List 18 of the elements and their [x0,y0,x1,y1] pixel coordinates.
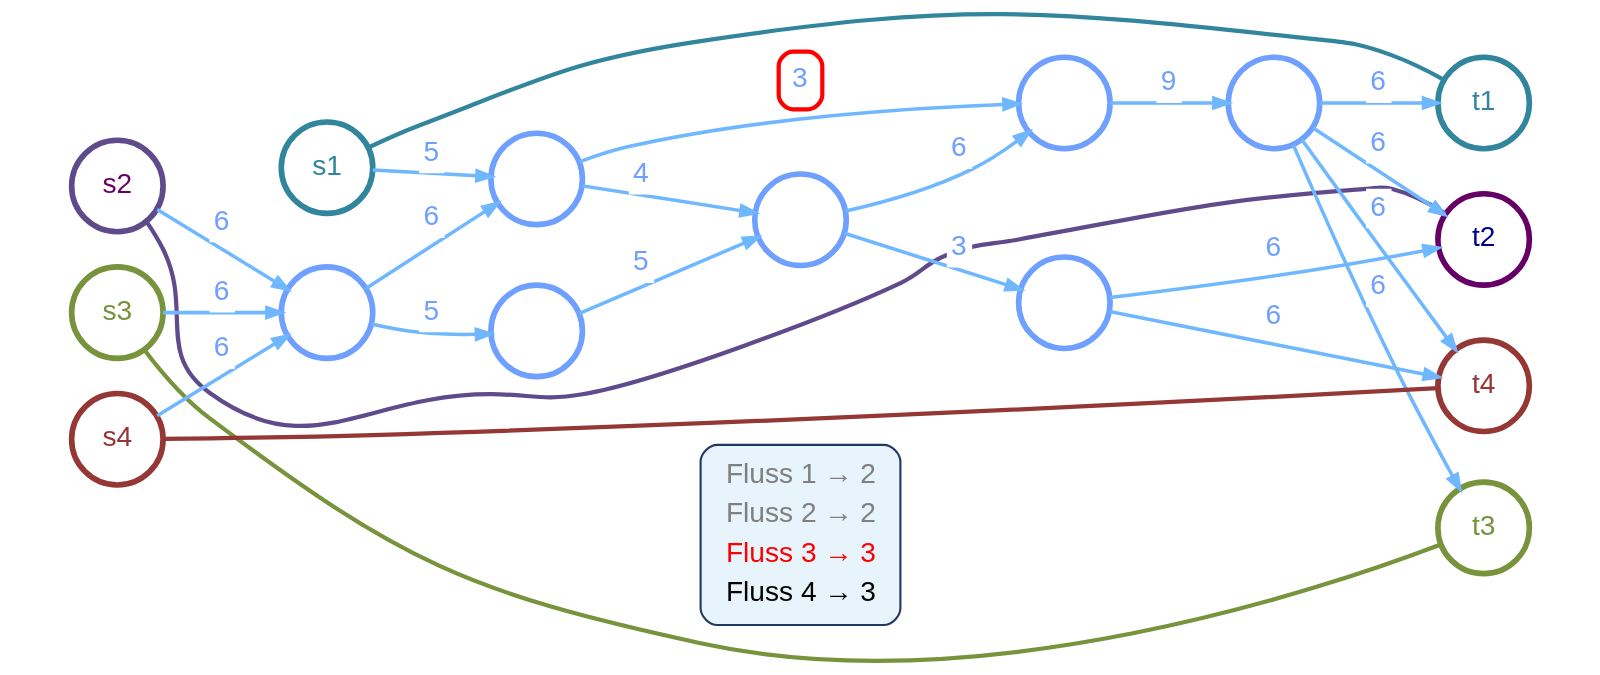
edge-label: 3 [791,62,808,94]
edge-label: 4 [632,156,649,188]
edge-label: 6 [422,200,439,232]
edge-label: 6 [1369,125,1386,157]
edge-label: 5 [422,294,439,326]
edge-label: 6 [213,274,229,306]
edge-label: 6 [213,204,229,236]
edge-label: 6 [1369,190,1386,222]
edge-label: 6 [1369,269,1386,301]
edge-label: 6 [1369,65,1386,97]
edge-label: 3 [950,229,967,261]
edge-label: 6 [1265,298,1281,330]
edge-label: 6 [213,331,229,363]
edge-label: 9 [1160,65,1176,97]
edge-label: 5 [422,135,439,167]
edge-label: 6 [950,131,967,163]
edge-label: 6 [1265,231,1281,263]
edge-label: 5 [632,245,649,277]
